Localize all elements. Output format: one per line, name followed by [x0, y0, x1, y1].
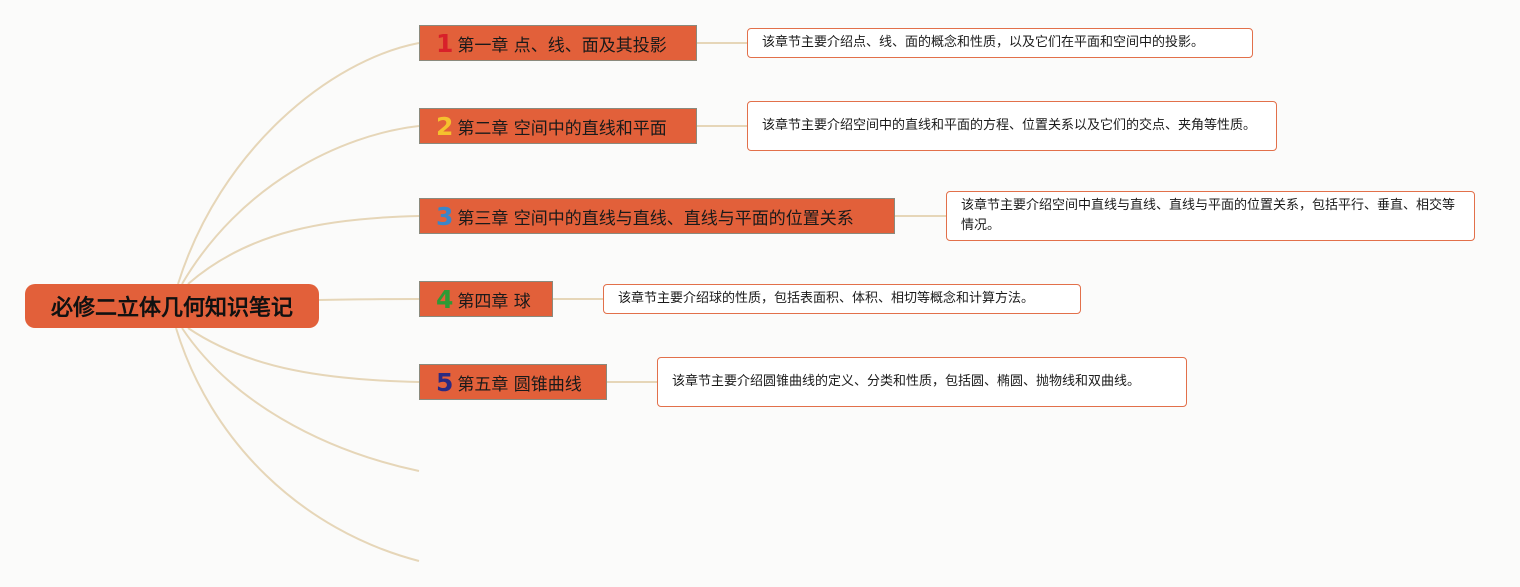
central-topic[interactable]: 必修二立体几何知识笔记 — [25, 284, 319, 328]
description-text: 该章节主要介绍点、线、面的概念和性质，以及它们在平面和空间中的投影。 — [762, 35, 1205, 50]
branch-line-2 — [181, 125, 420, 285]
chapter-title: 第四章 球 — [457, 291, 531, 312]
chapter-number-icon: 1 — [436, 28, 454, 58]
chapter-5-topic[interactable]: 5 第五章 圆锥曲线 — [419, 364, 607, 400]
chapter-title: 第五章 圆锥曲线 — [457, 374, 582, 395]
description-text: 该章节主要介绍空间中直线与直线、直线与平面的位置关系，包括平行、垂直、相交等情况… — [961, 198, 1456, 233]
description-text: 该章节主要介绍圆锥曲线的定义、分类和性质，包括圆、椭圆、抛物线和双曲线。 — [672, 374, 1141, 389]
branch-line-3 — [187, 215, 420, 285]
branch-line-5 — [187, 327, 420, 383]
chapter-5-description[interactable]: 该章节主要介绍圆锥曲线的定义、分类和性质，包括圆、椭圆、抛物线和双曲线。 — [657, 357, 1187, 407]
branch-line-4 — [318, 298, 420, 301]
chapter-title: 第二章 空间中的直线和平面 — [457, 118, 667, 139]
chapter-number-icon: 2 — [436, 111, 454, 141]
chapter-2-description[interactable]: 该章节主要介绍空间中的直线和平面的方程、位置关系以及它们的交点、夹角等性质。 — [747, 101, 1277, 151]
branch-line-1 — [177, 42, 420, 285]
chapter-3-description[interactable]: 该章节主要介绍空间中直线与直线、直线与平面的位置关系，包括平行、垂直、相交等情况… — [946, 191, 1475, 241]
chapter-4-description[interactable]: 该章节主要介绍球的性质，包括表面积、体积、相切等概念和计算方法。 — [603, 284, 1081, 314]
chapter-title: 第一章 点、线、面及其投影 — [457, 35, 667, 56]
central-topic-label: 必修二立体几何知识笔记 — [50, 296, 293, 321]
chapter-4-topic[interactable]: 4 第四章 球 — [419, 281, 553, 317]
description-text: 该章节主要介绍球的性质，包括表面积、体积、相切等概念和计算方法。 — [618, 291, 1035, 306]
description-text: 该章节主要介绍空间中的直线和平面的方程、位置关系以及它们的交点、夹角等性质。 — [762, 118, 1257, 133]
chapter-number-icon: 5 — [436, 367, 454, 397]
chapter-number-icon: 3 — [436, 201, 454, 231]
chapter-2-topic[interactable]: 2 第二章 空间中的直线和平面 — [419, 108, 697, 144]
chapter-title: 第三章 空间中的直线与直线、直线与平面的位置关系 — [457, 208, 854, 229]
chapter-3-topic[interactable]: 3 第三章 空间中的直线与直线、直线与平面的位置关系 — [419, 198, 895, 234]
chapter-1-description[interactable]: 该章节主要介绍点、线、面的概念和性质，以及它们在平面和空间中的投影。 — [747, 28, 1253, 58]
branch-line-6 — [181, 327, 420, 472]
branch-line-7 — [175, 327, 420, 562]
chapter-1-topic[interactable]: 1 第一章 点、线、面及其投影 — [419, 25, 697, 61]
chapter-number-icon: 4 — [436, 284, 454, 314]
